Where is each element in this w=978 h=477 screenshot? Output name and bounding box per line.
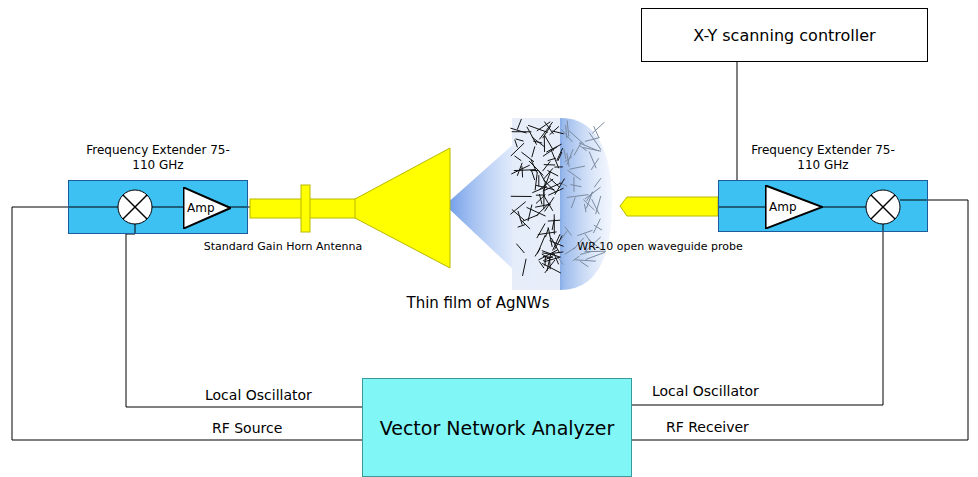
signal-line <box>12 207 362 440</box>
node-heading: Frequency Extender 75-110 GHz <box>83 143 233 173</box>
amplifier: Amp <box>765 185 823 229</box>
amp-label: Amp <box>769 200 797 214</box>
signal-line <box>737 62 738 180</box>
signal-line <box>126 234 362 407</box>
amplifier: Amp <box>183 187 231 229</box>
signal-line <box>632 200 968 440</box>
part-label: Thin film of AgNWs <box>407 294 550 312</box>
extender-fill <box>68 180 248 234</box>
mixer-symbol <box>118 190 152 224</box>
controller-box: X-Y scanning controller <box>641 8 928 62</box>
signal-label: Local Oscillator <box>205 387 312 403</box>
wire <box>68 207 118 208</box>
wire <box>900 200 928 201</box>
mixer-symbol <box>866 190 900 224</box>
network-analyzer: Vector Network Analyzer <box>362 378 632 477</box>
signal-label: RF Source <box>212 420 282 436</box>
wire <box>883 224 884 232</box>
part-label: Standard Gain Horn Antenna <box>204 240 362 253</box>
wire <box>822 207 866 208</box>
signal-label: Local Oscillator <box>652 383 759 399</box>
frequency-extender: Frequency Extender 75-110 GHzAmp <box>68 180 248 234</box>
wire <box>135 224 136 234</box>
signal-label: RF Receiver <box>666 419 749 435</box>
amp-label: Amp <box>187 201 215 215</box>
node-heading: Frequency Extender 75-110 GHz <box>748 143 898 173</box>
frequency-extender: Frequency Extender 75-110 GHzAmp <box>718 180 928 232</box>
wire <box>230 207 250 208</box>
extender-fill <box>718 180 928 232</box>
wire <box>718 207 765 208</box>
part-label: WR-10 open waveguide probe <box>577 240 743 253</box>
box-label: Vector Network Analyzer <box>374 417 621 439</box>
box-label: X-Y scanning controller <box>687 26 881 45</box>
agnw-film-back <box>560 118 612 290</box>
wire <box>152 207 183 208</box>
agnw-film <box>512 118 562 290</box>
signal-line <box>632 232 883 405</box>
waveguide-probe <box>620 197 718 216</box>
